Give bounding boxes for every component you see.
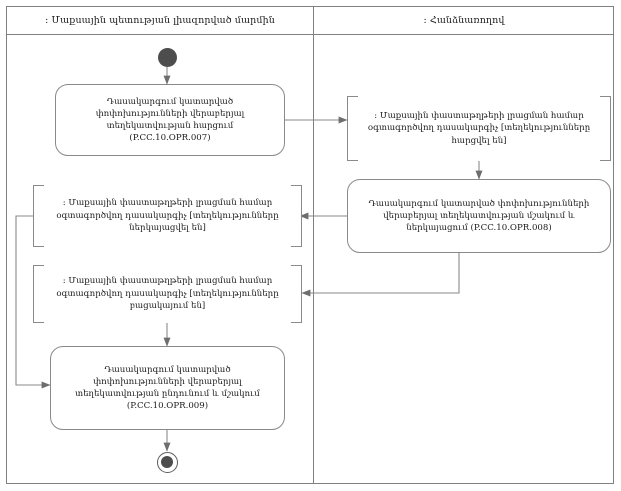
activity-007-label: Դասակարգում կատարված փոփոխությունների վե… bbox=[95, 96, 245, 144]
swimlane-header-right: : Հանձնառողով bbox=[314, 6, 614, 35]
object-bracket-right bbox=[291, 185, 302, 247]
object-bracket-left bbox=[33, 185, 44, 247]
swimlane-header-left: : Մաքսային պետության լիազորված մարմին bbox=[6, 6, 314, 35]
swimlane-divider bbox=[313, 6, 314, 484]
activity-009-label: Դասակարգում կատարված փոփոխությունների վե… bbox=[75, 364, 260, 412]
activity-node-opr-007[interactable]: Դասակարգում կատարված փոփոխությունների վե… bbox=[55, 84, 285, 156]
object-requested-label: : Մաքսային փաստաթղթերի լրացման համար օգտ… bbox=[367, 110, 591, 146]
initial-node bbox=[158, 48, 177, 67]
object-absent-label: : Մաքսային փաստաթղթերի լրացման համար օգտ… bbox=[56, 276, 279, 312]
final-node bbox=[157, 452, 178, 473]
activity-008-label: Դասակարգում կատարված փոփոխությունների վե… bbox=[368, 198, 590, 234]
activity-node-opr-008[interactable]: Դասակարգում կատարված փոփոխությունների վե… bbox=[347, 179, 611, 253]
object-node-requested[interactable]: : Մաքսային փաստաթղթերի լրացման համար օգտ… bbox=[347, 96, 611, 161]
object-node-absent[interactable]: : Մաքսային փաստաթղթերի լրացման համար օգտ… bbox=[33, 265, 302, 323]
object-presented-label: : Մաքսային փաստաթղթերի լրացման համար օգտ… bbox=[56, 198, 279, 234]
object-bracket-right bbox=[600, 96, 611, 161]
object-bracket-right bbox=[291, 265, 302, 323]
activity-node-opr-009[interactable]: Դասակարգում կատարված փոփոխությունների վե… bbox=[50, 346, 285, 430]
object-bracket-left bbox=[347, 96, 358, 161]
object-node-presented[interactable]: : Մաքսային փաստաթղթերի լրացման համար օգտ… bbox=[33, 185, 302, 247]
object-bracket-left bbox=[33, 265, 44, 323]
